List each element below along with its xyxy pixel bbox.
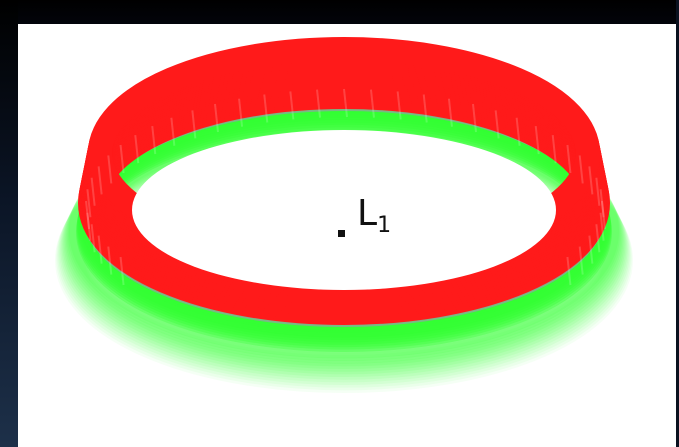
torus-ring	[70, 49, 618, 378]
lagrange-point-marker	[338, 230, 345, 237]
label-subscript: 1	[377, 213, 391, 238]
label-main: L	[357, 193, 377, 234]
torus-hole	[132, 130, 556, 290]
lagrange-point-label: L1	[357, 196, 391, 237]
